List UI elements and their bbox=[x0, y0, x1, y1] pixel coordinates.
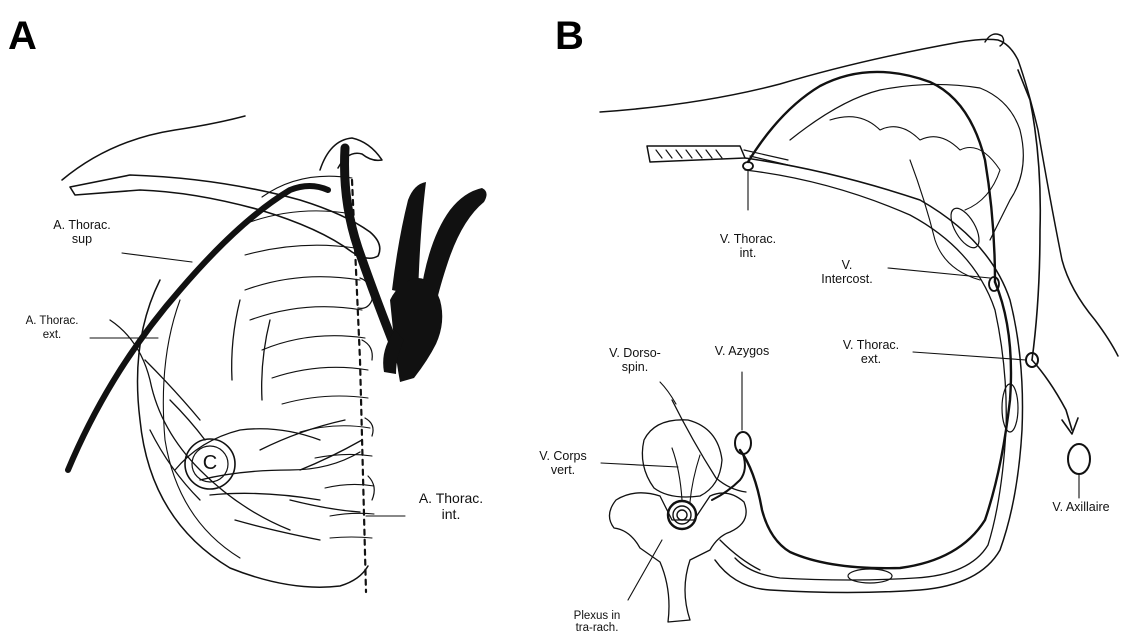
label-b-intercost: V. Intercost. bbox=[806, 258, 888, 286]
label-line: Intercost. bbox=[806, 272, 888, 286]
sternum-hatch bbox=[656, 150, 792, 166]
label-line: V. Corps bbox=[526, 449, 600, 463]
label-line: A. Thorac. bbox=[408, 490, 494, 506]
label-line: V. Thorac. bbox=[830, 338, 912, 352]
azygos-loop bbox=[735, 432, 751, 454]
spinal-canal bbox=[668, 501, 696, 529]
upper-vessel bbox=[1018, 70, 1040, 360]
label-line: V. Axillaire bbox=[1036, 500, 1126, 514]
label-b-axillaire: V. Axillaire bbox=[1036, 500, 1126, 514]
label-line: int. bbox=[708, 246, 788, 260]
label-b-thorac-ext: V. Thorac. ext. bbox=[830, 338, 912, 366]
label-line: int. bbox=[408, 506, 494, 522]
vertebral-veins bbox=[672, 448, 700, 502]
posterior-vein bbox=[740, 282, 1011, 568]
label-line: vert. bbox=[526, 463, 600, 477]
great-vessels bbox=[383, 182, 486, 382]
label-a-thorac-int: A. Thorac. int. bbox=[408, 490, 494, 522]
label-line: A. Thorac. bbox=[42, 218, 122, 232]
label-line: spin. bbox=[600, 360, 670, 374]
label-line: tra-rach. bbox=[562, 622, 632, 634]
panel-b-drawing bbox=[600, 34, 1118, 622]
thorac-ext-vein bbox=[1032, 360, 1072, 430]
sternum-hook bbox=[320, 138, 382, 170]
sternum bbox=[647, 146, 745, 162]
chest-wall-outer bbox=[715, 158, 1023, 593]
label-line: A. Thorac. bbox=[16, 314, 88, 328]
label-line: V. Azygos bbox=[702, 344, 782, 358]
label-a-thorac-ext: A. Thorac. ext. bbox=[16, 314, 88, 342]
label-b-corps-vert: V. Corps vert. bbox=[526, 449, 600, 477]
label-line: ext. bbox=[16, 328, 88, 342]
nipple-label: C bbox=[200, 452, 220, 474]
pectoral-line bbox=[910, 160, 980, 280]
label-line: sup bbox=[42, 232, 122, 246]
label-line: V. Thorac. bbox=[708, 232, 788, 246]
shoulder-contour bbox=[62, 116, 245, 180]
label-line: V. bbox=[806, 258, 888, 272]
label-b-plexus: Plexus in tra-rach. bbox=[562, 610, 632, 634]
label-b-azygos: V. Azygos bbox=[702, 344, 782, 358]
label-line: ext. bbox=[830, 352, 912, 366]
label-line: Plexus in bbox=[562, 610, 632, 622]
axillaire-loop bbox=[1068, 444, 1090, 474]
breast-gland bbox=[790, 84, 1023, 240]
label-b-thorac-int: V. Thorac. int. bbox=[708, 232, 788, 260]
label-b-dorso-spin: V. Dorso- spin. bbox=[600, 346, 670, 374]
label-a-thorac-sup: A. Thorac. sup bbox=[42, 218, 122, 246]
label-line: V. Dorso- bbox=[600, 346, 670, 360]
